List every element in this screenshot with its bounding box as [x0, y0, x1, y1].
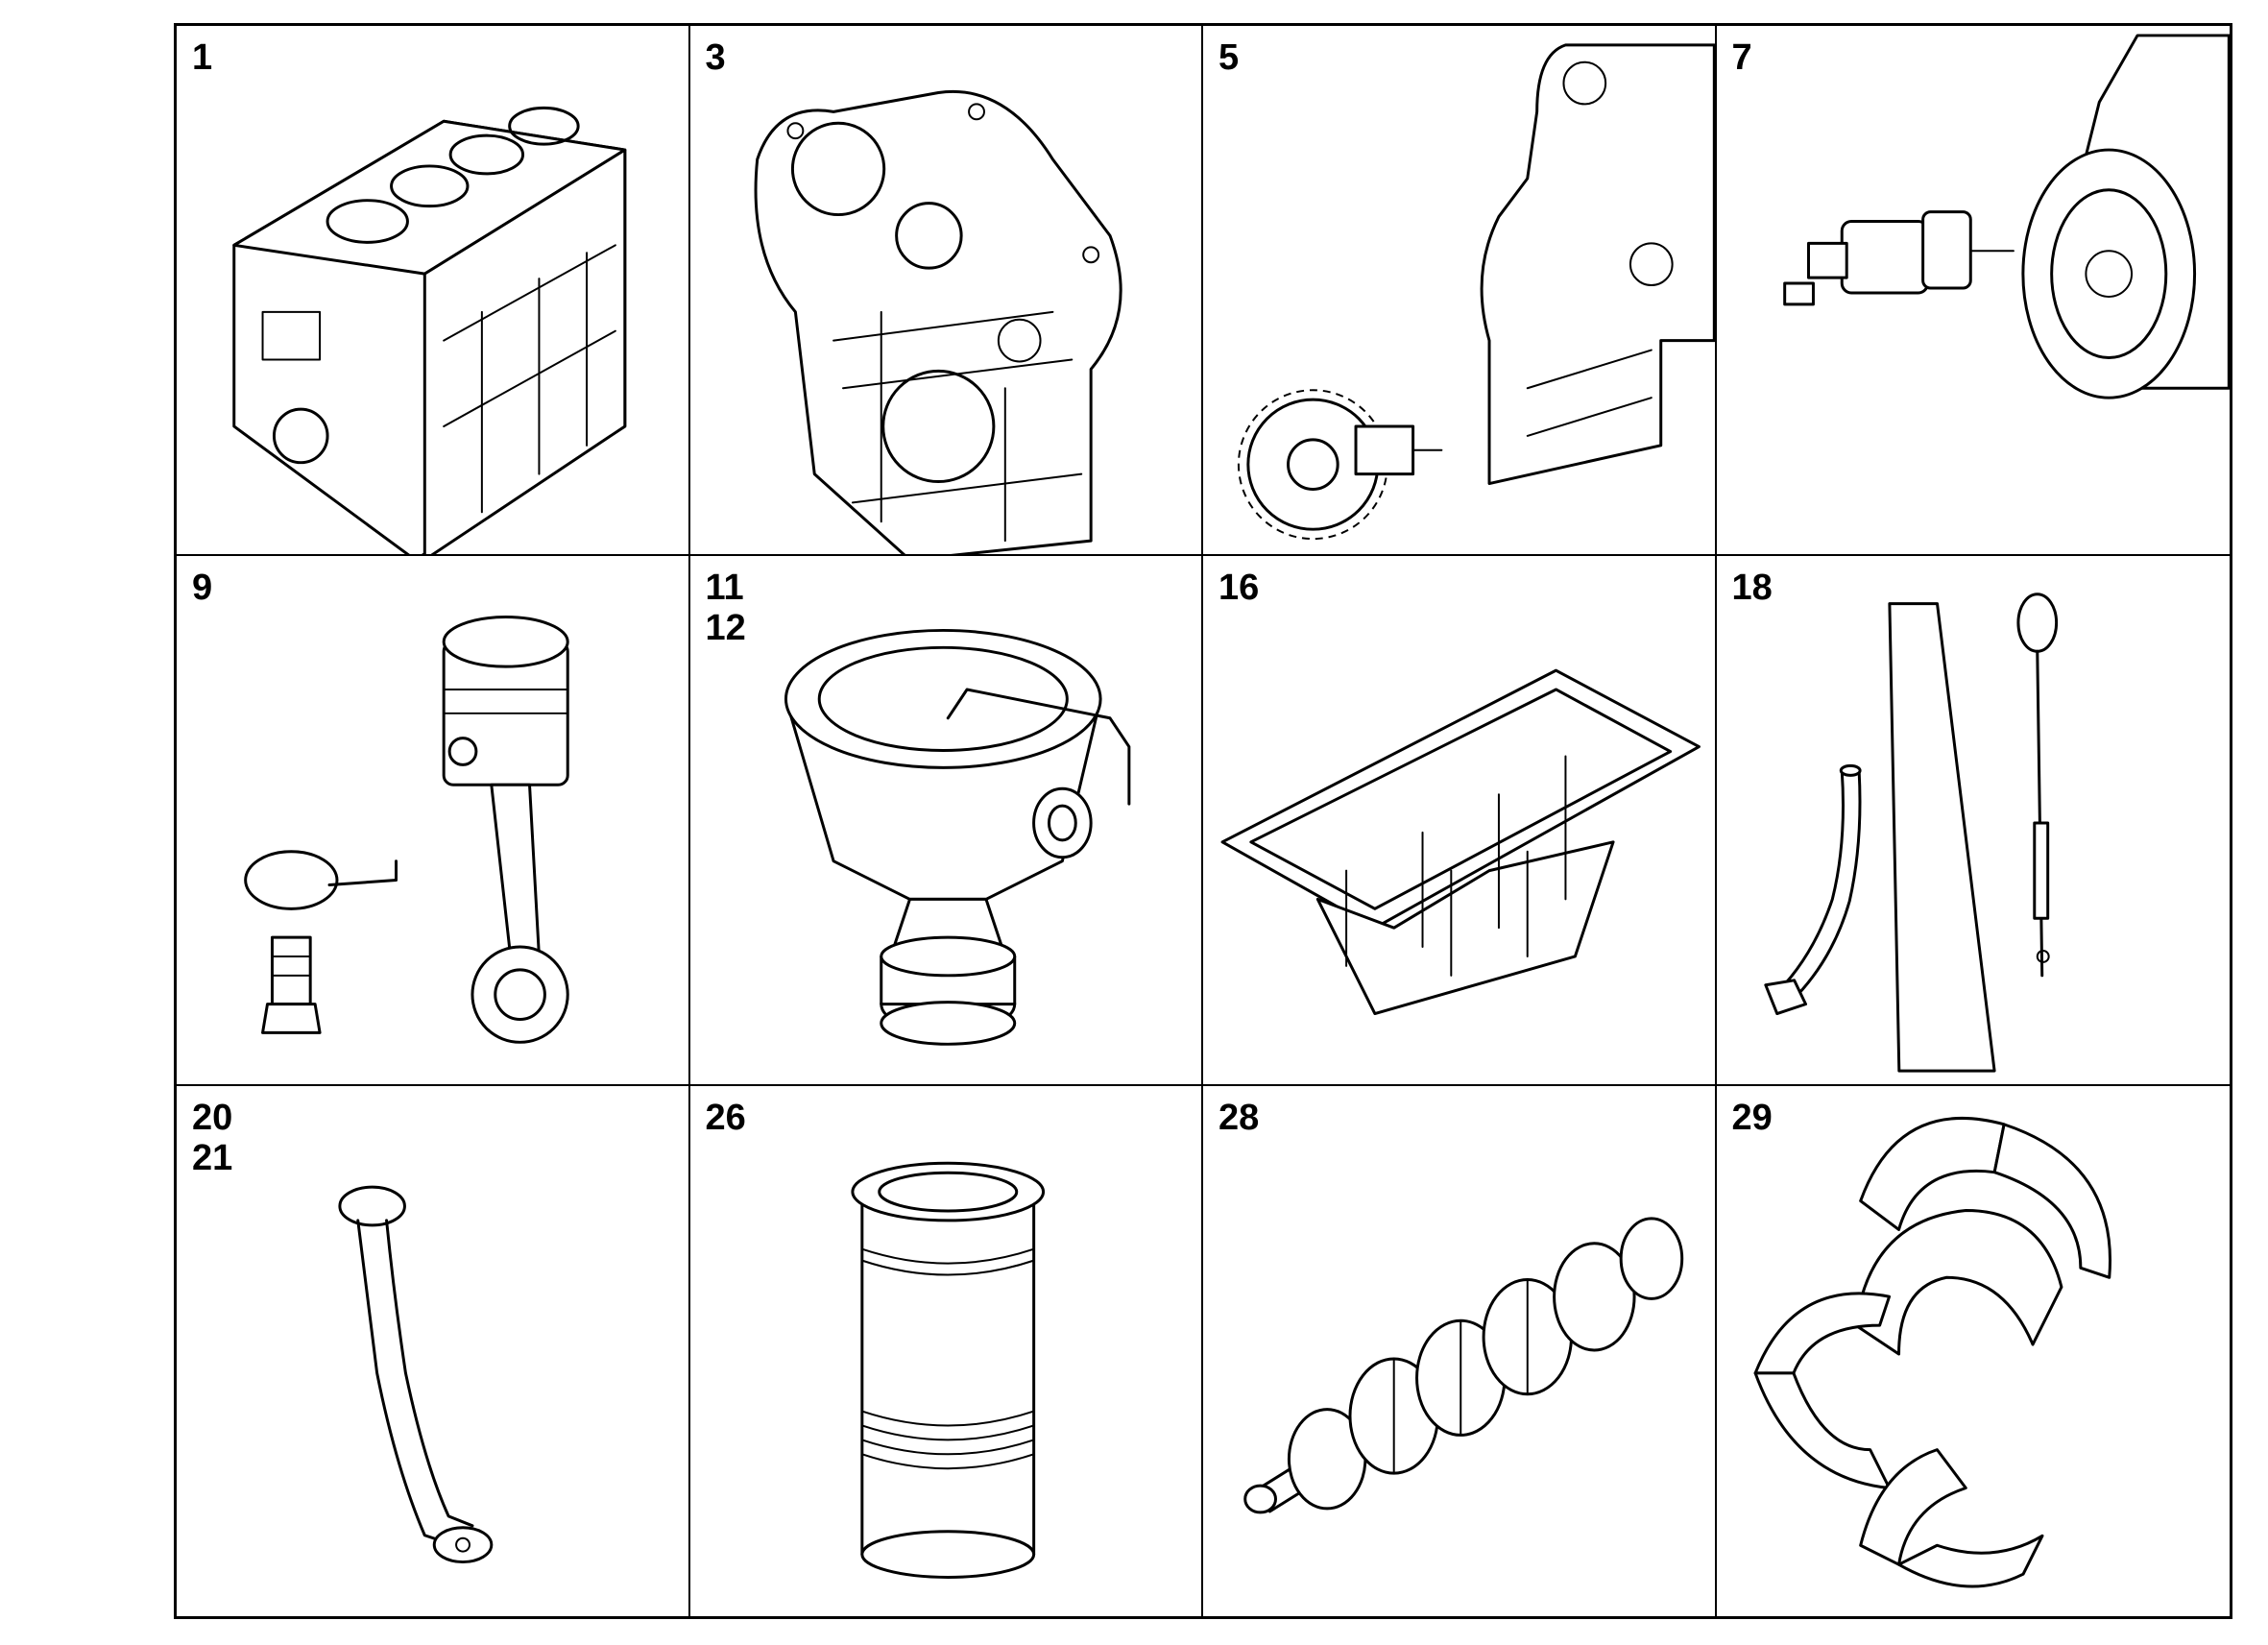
part-cell-1: 1 — [177, 26, 690, 556]
bearing-shells-icon — [1717, 1086, 2231, 1616]
part-ref-numbers: 28 — [1218, 1098, 1259, 1138]
part-ref-number: 18 — [1731, 568, 1773, 608]
part-ref-numbers: 29 — [1732, 1098, 1773, 1138]
part-cell-9: 9 — [177, 556, 690, 1086]
part-ref-number: 12 — [705, 608, 746, 648]
engine-block-icon — [177, 26, 688, 554]
part-ref-numbers: 16 — [1218, 568, 1259, 608]
part-cell-29: 29 — [1717, 1086, 2231, 1616]
part-ref-numbers: 20 21 — [192, 1098, 232, 1178]
part-ref-numbers: 5 — [1218, 37, 1239, 78]
part-ref-numbers: 3 — [706, 37, 726, 78]
part-cell-7: 7 — [1716, 26, 2230, 556]
part-cell-11-12: 11 12 — [689, 556, 1203, 1086]
part-ref-numbers: 26 — [706, 1098, 746, 1138]
part-cell-28: 28 — [1203, 1086, 1717, 1616]
part-ref-number: 16 — [1218, 568, 1260, 608]
part-ref-numbers: 11 12 — [706, 568, 746, 648]
part-ref-number: 9 — [192, 568, 213, 608]
part-ref-number: 7 — [1731, 37, 1752, 78]
parts-grid: 1 — [174, 23, 2232, 1619]
part-cell-16: 16 — [1203, 556, 1717, 1086]
part-ref-numbers: 18 — [1732, 568, 1773, 608]
oil-pressure-switch-icon — [1717, 26, 2230, 554]
cylinder-liner-icon — [690, 1086, 1202, 1616]
part-ref-number: 20 — [192, 1098, 233, 1138]
part-ref-numbers: 9 — [192, 568, 212, 608]
part-ref-number: 11 — [705, 568, 744, 608]
part-cell-20-21: 20 21 — [177, 1086, 690, 1616]
part-cell-5: 5 — [1203, 26, 1717, 556]
oil-filler-breather-icon — [690, 556, 1202, 1084]
part-cell-3: 3 — [689, 26, 1203, 556]
idler-gear-icon — [1203, 26, 1715, 554]
part-ref-number: 5 — [1218, 37, 1240, 78]
part-ref-number: 28 — [1218, 1098, 1260, 1138]
oil-sump-icon — [1203, 556, 1715, 1084]
part-ref-number: 29 — [1731, 1098, 1773, 1138]
crankshaft-icon — [1203, 1086, 1715, 1616]
part-cell-18: 18 — [1716, 556, 2231, 1086]
part-ref-number: 26 — [705, 1098, 746, 1138]
part-ref-numbers: 1 — [192, 37, 212, 78]
part-cell-26: 26 — [690, 1086, 1203, 1616]
piston-connecting-rod-icon — [177, 556, 688, 1084]
part-ref-number: 1 — [192, 37, 213, 78]
part-ref-number: 21 — [192, 1138, 233, 1178]
dipstick-tube-icon — [1717, 556, 2231, 1084]
timing-case-icon — [690, 26, 1202, 554]
part-ref-numbers: 7 — [1732, 37, 1752, 78]
part-ref-number: 3 — [705, 37, 726, 78]
oil-filler-tube-icon — [177, 1086, 688, 1616]
